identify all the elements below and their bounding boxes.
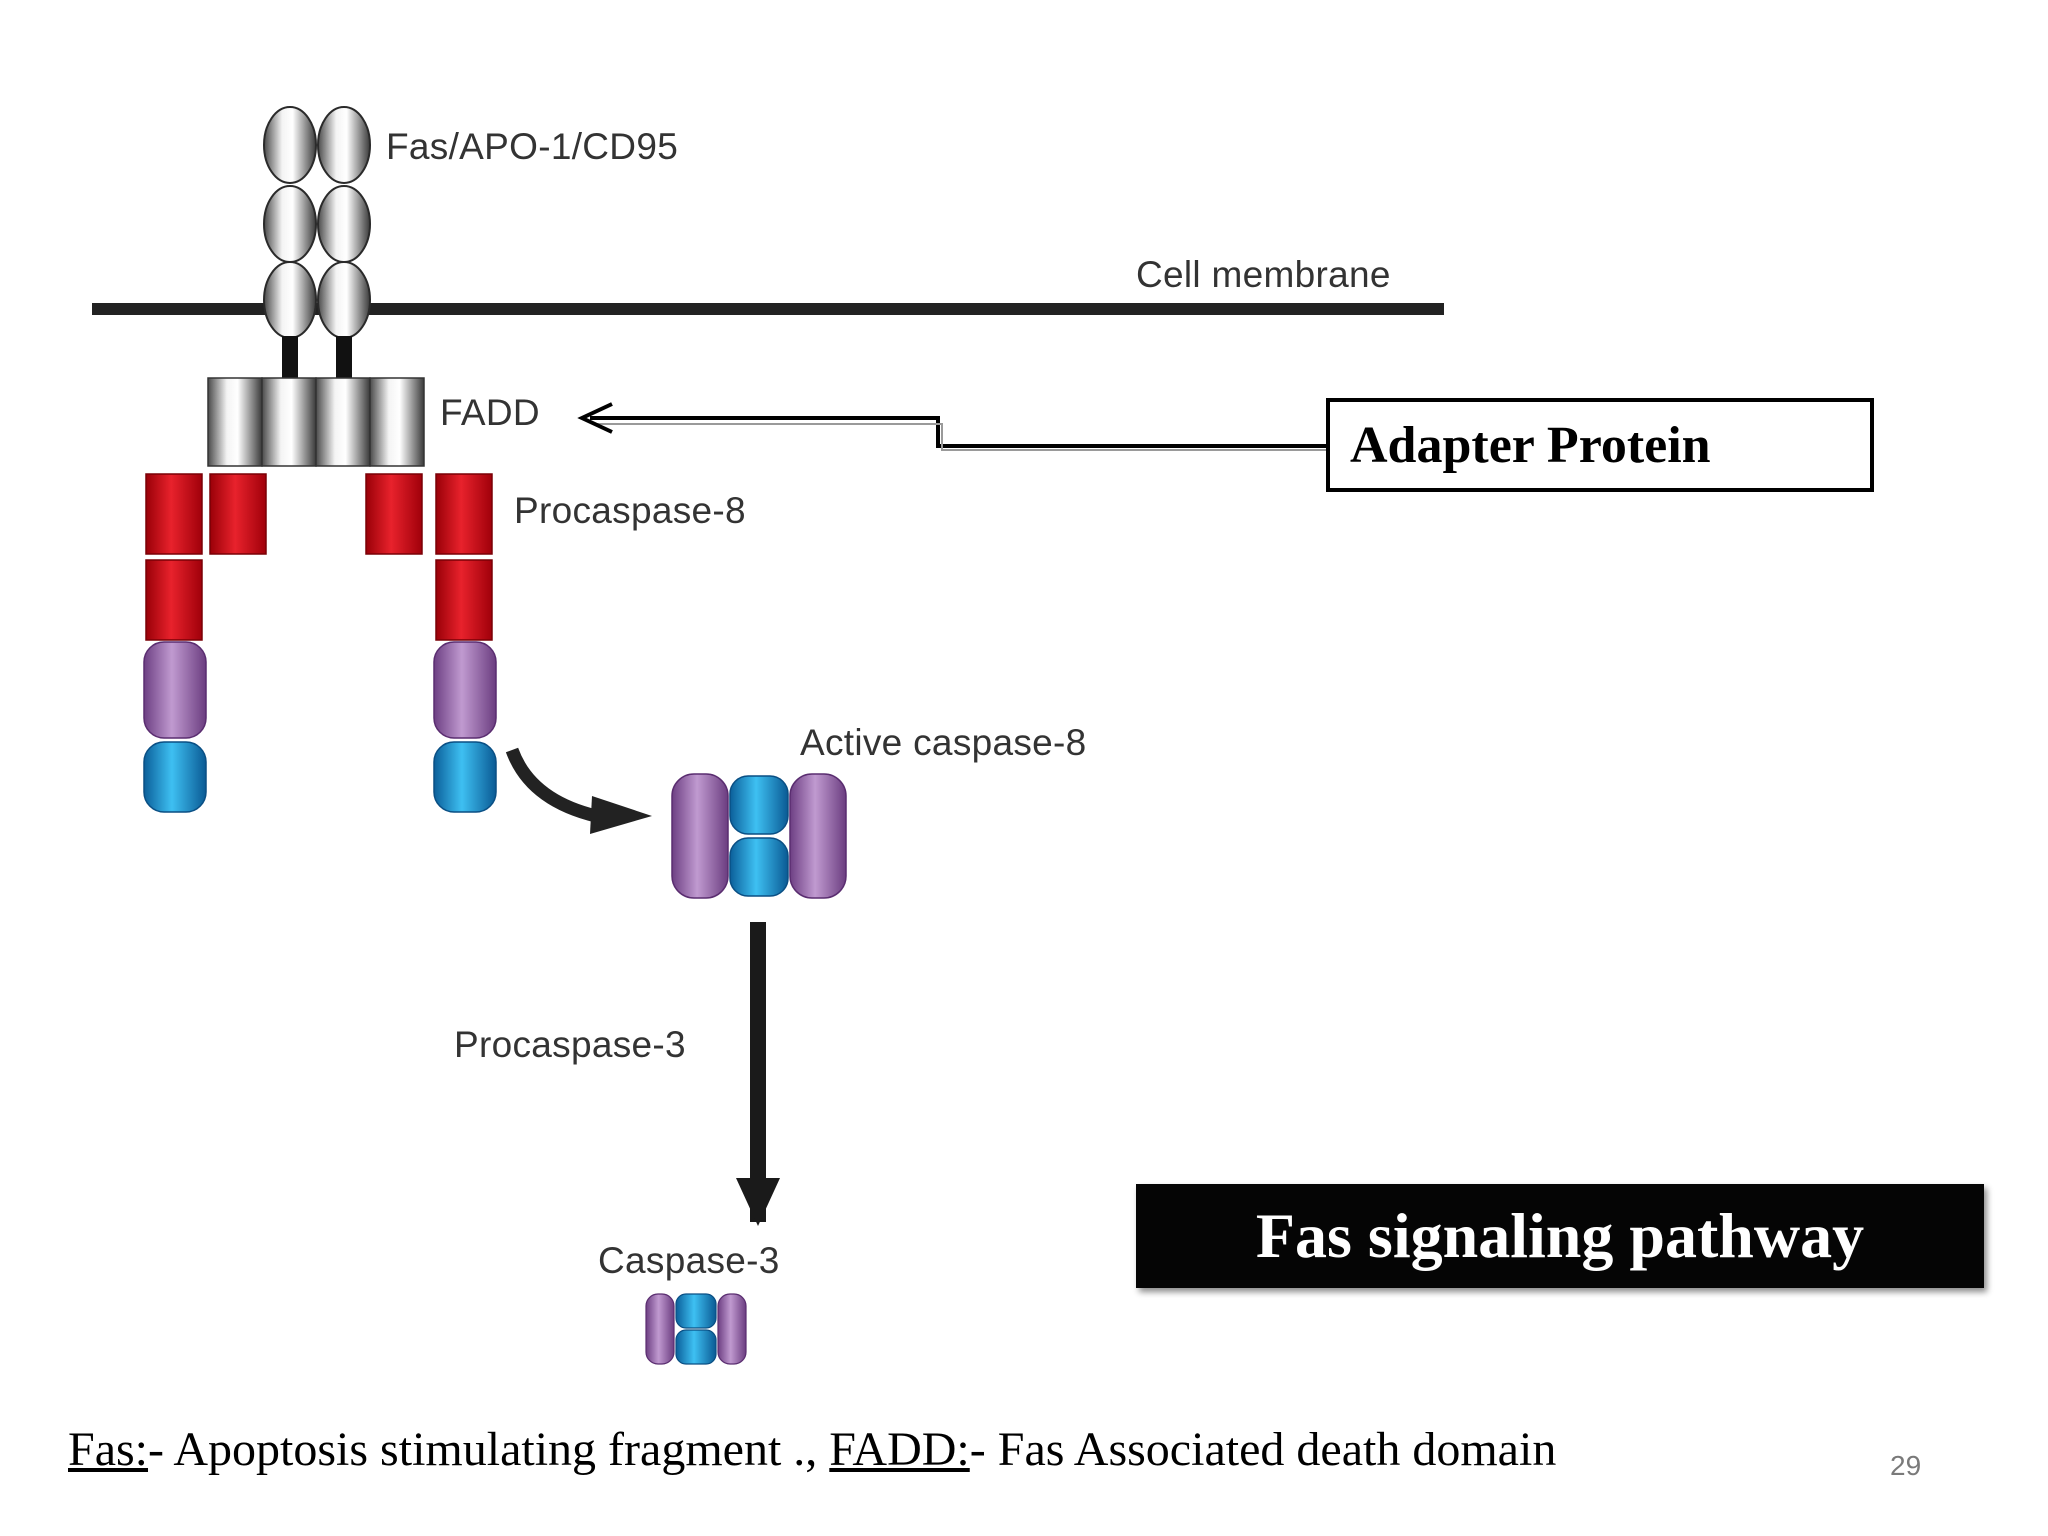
- fas-receptor: [263, 106, 371, 339]
- procaspase-3-label: Procaspase-3: [454, 1024, 686, 1065]
- activation-arrow: [505, 747, 598, 823]
- fadd-label: FADD: [440, 392, 540, 433]
- active-caspase-8: [671, 773, 847, 899]
- cleavage-arrowhead: [736, 1178, 780, 1226]
- purple-domain: [789, 773, 847, 899]
- footnote-term-fas: Fas:: [68, 1423, 149, 1476]
- procaspase-8-left: [145, 473, 267, 641]
- receptor-oval: [263, 106, 317, 184]
- slide-title: Fas signaling pathway: [1255, 1200, 1865, 1271]
- adapter-protein-text: Adapter Protein: [1350, 416, 1711, 474]
- red-domain: [435, 559, 493, 641]
- purple-domain: [671, 773, 729, 899]
- caspase-3-label: Caspase-3: [598, 1240, 780, 1281]
- blue-domain: [729, 775, 789, 835]
- red-domain: [209, 473, 267, 555]
- footnote-def-fas: - Apoptosis stimulating fragment .,: [148, 1423, 818, 1476]
- activation-arrowhead: [590, 796, 652, 834]
- receptor-stalk: [282, 336, 298, 380]
- receptor-oval: [263, 261, 317, 339]
- purple-domain: [717, 1293, 747, 1365]
- red-domain: [365, 473, 423, 555]
- fadd-segment: [369, 377, 425, 467]
- red-domain: [145, 473, 203, 555]
- fadd-complex: [207, 377, 425, 467]
- blue-domain: [675, 1329, 717, 1365]
- footnote: Fas:- Apoptosis stimulating fragment ., …: [68, 1422, 1556, 1477]
- receptor-oval: [263, 185, 317, 263]
- title-banner: Fas signaling pathway: [1136, 1184, 1984, 1288]
- cell-membrane-label: Cell membrane: [1136, 254, 1391, 295]
- purple-domain: [143, 641, 207, 739]
- purple-domain: [433, 641, 497, 739]
- footnote-term-fadd: FADD:: [829, 1423, 970, 1476]
- procaspase-8-right: [365, 473, 493, 641]
- cell-membrane-line: [92, 303, 1444, 315]
- fadd-segment: [261, 377, 317, 467]
- callout-connector-shadow: [596, 423, 1340, 451]
- purple-domain: [645, 1293, 675, 1365]
- blue-domain: [143, 741, 207, 813]
- adapter-protein-callout: Adapter Protein: [1326, 398, 1874, 492]
- receptor-oval: [317, 185, 371, 263]
- fas-receptor-label: Fas/APO-1/CD95: [386, 126, 679, 167]
- page-number: 29: [1890, 1450, 1922, 1481]
- blue-domain: [675, 1293, 717, 1329]
- callout-connector: [590, 416, 1330, 448]
- receptor-oval: [317, 106, 371, 184]
- blue-domain: [729, 837, 789, 897]
- callout-arrowhead: [577, 402, 613, 434]
- blue-domain: [433, 741, 497, 813]
- cleavage-arrow-shaft: [750, 922, 766, 1222]
- receptor-oval: [317, 261, 371, 339]
- caspase-3: [645, 1293, 747, 1365]
- red-domain: [145, 559, 203, 641]
- red-domain: [435, 473, 493, 555]
- footnote-def-fadd: - Fas Associated death domain: [969, 1423, 1557, 1476]
- fadd-segment: [207, 377, 263, 467]
- procaspase-8-label: Procaspase-8: [514, 490, 746, 531]
- fadd-segment: [315, 377, 371, 467]
- receptor-stalk: [336, 336, 352, 380]
- active-caspase-8-label: Active caspase-8: [800, 722, 1087, 763]
